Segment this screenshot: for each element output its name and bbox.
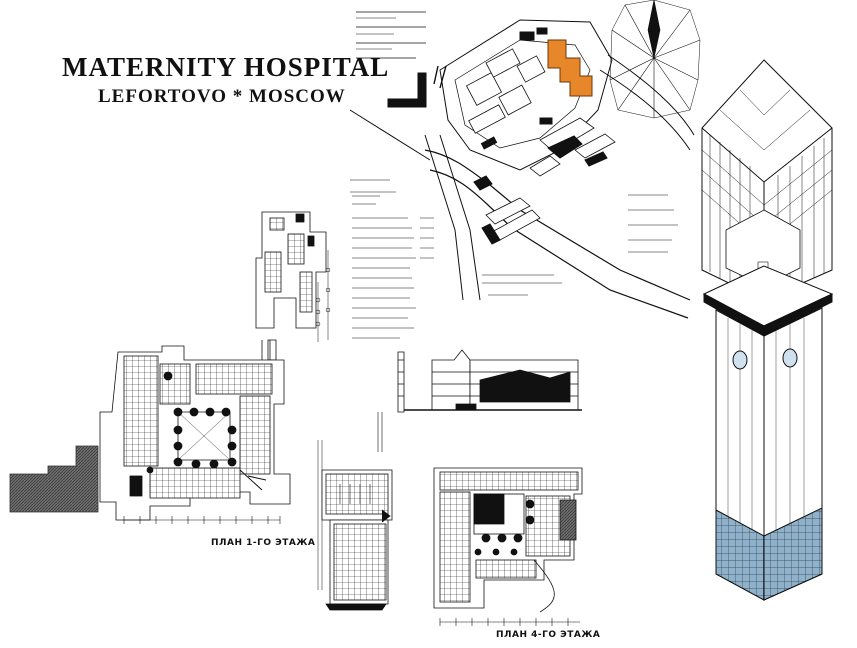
fourth-floor-plan <box>433 467 583 626</box>
wind-rose <box>609 0 701 119</box>
section-1-1 <box>377 349 582 452</box>
site-plan <box>349 11 695 319</box>
drawing-title: MATERNITY HOSPITAL <box>62 52 390 82</box>
drawing-subtitle: LEFORTOVO * MOSCOW <box>98 86 346 107</box>
axonometric-tower <box>701 59 834 601</box>
fourth-floor-plan-caption: ПЛАН 4-ГО ЭТАЖА <box>496 630 601 640</box>
section-2-2 <box>317 440 393 611</box>
upper-wing-plan <box>255 211 331 372</box>
first-floor-plan-caption: ПЛАН 1-ГО ЭТАЖА <box>211 538 316 548</box>
first-floor-plan <box>9 340 291 524</box>
site-legend <box>356 11 426 59</box>
spec-table <box>352 195 434 339</box>
